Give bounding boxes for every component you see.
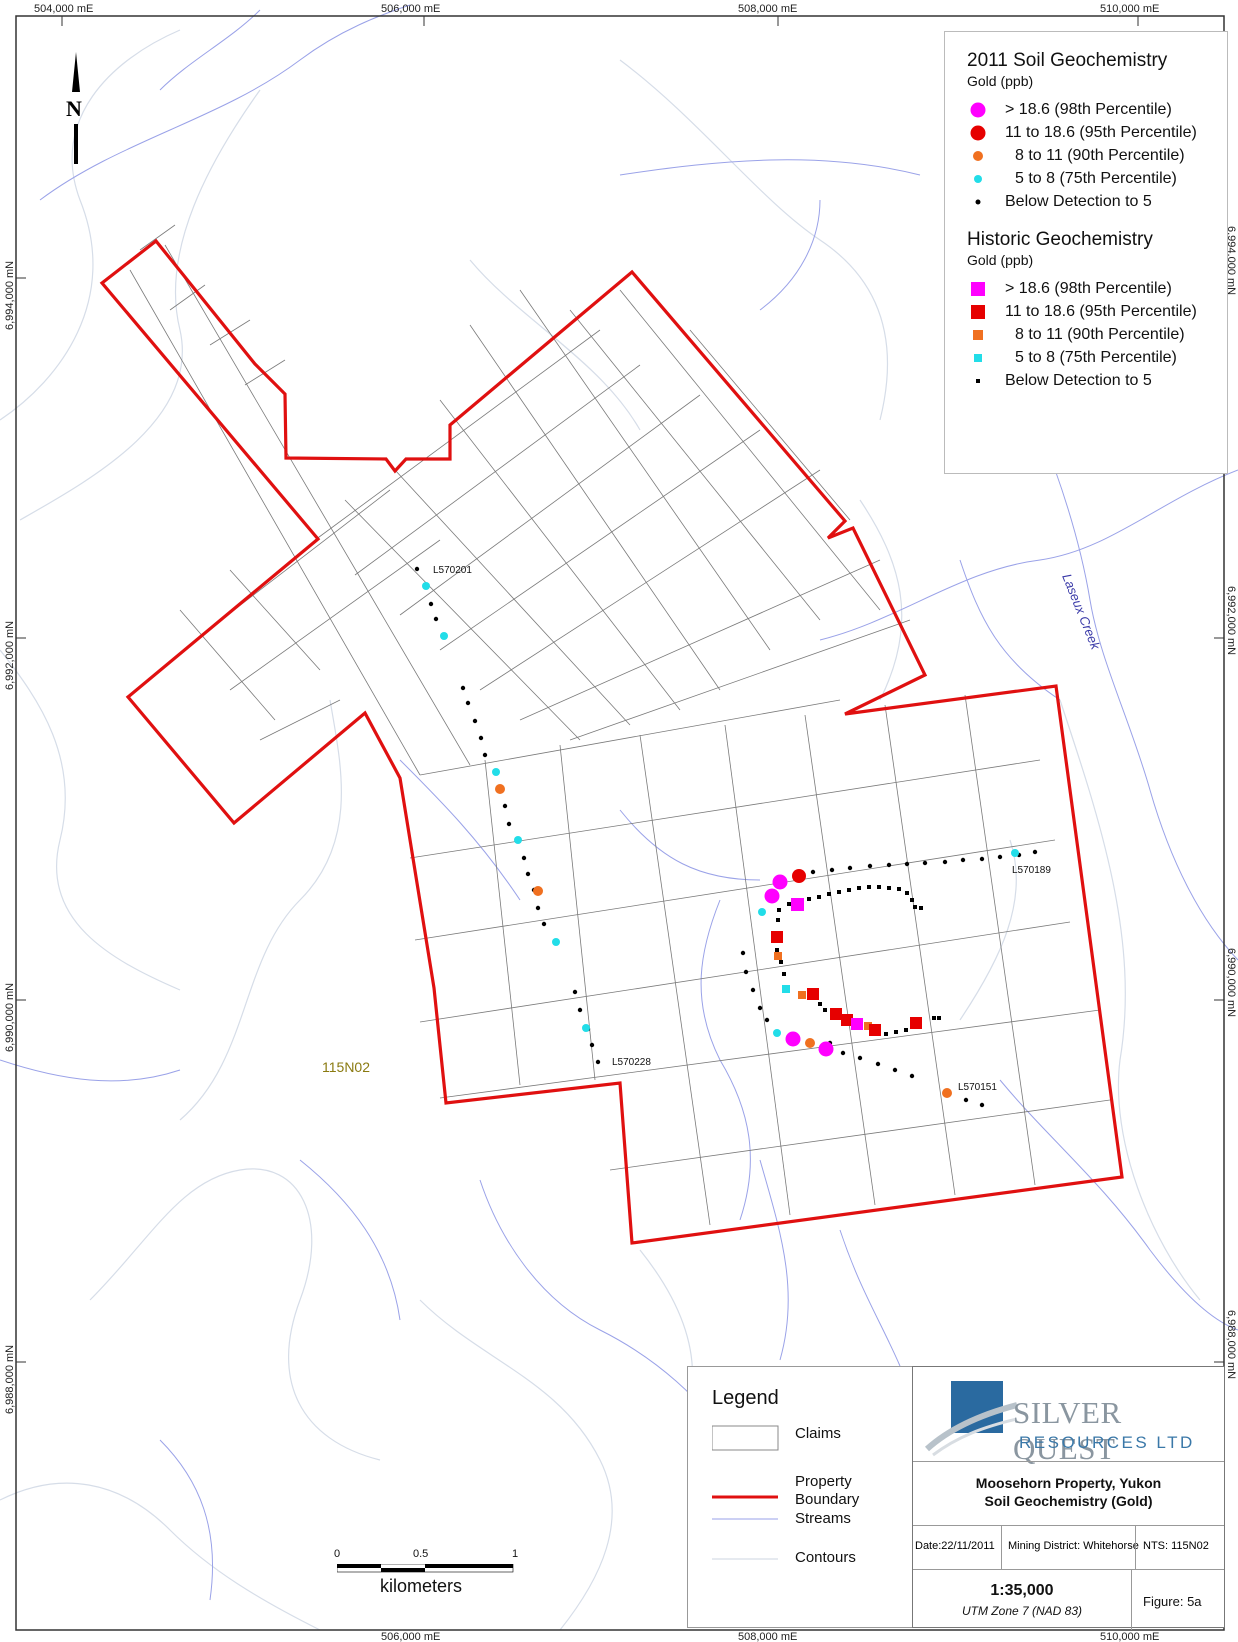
magenta-square-icon [971,282,985,296]
title-block: SILVER QUEST RESOURCES LTD Moosehorn Pro… [912,1366,1225,1630]
legend-historic-item: Below Detection to 5 [967,369,1227,392]
company-name: SILVER QUEST [1013,1395,1122,1466]
coord-left-1: 6,992,000 mN [4,621,16,690]
scale-label-0: 0 [334,1548,341,1560]
legend-2011-item: 11 to 18.6 (95th Percentile) [967,121,1227,144]
samples-2011-below-detection [414,566,1038,1108]
north-arrow: N [66,52,82,164]
map-scale: 1:35,000 [990,1582,1054,1599]
legend-property-1: Property [795,1473,852,1490]
map-title-line2: Soil Geochemistry (Gold) [984,1493,1153,1509]
line-label-L570189: L570189 [1012,865,1051,876]
mining-district: Mining District: Whitehorse [1008,1540,1139,1552]
orange-square-icon [973,330,983,340]
cyan-circle-icon [974,175,982,183]
magenta-circle-icon [970,102,986,118]
samples-historic-cyan [782,985,790,993]
legend-historic-item: > 18.6 (98th Percentile) [967,277,1227,300]
coord-bottom-1: 508,000 mE [738,1631,797,1642]
cyan-square-icon [974,354,982,362]
line-label-L570151: L570151 [958,1082,997,1093]
legend-2011-item: > 18.6 (98th Percentile) [967,98,1227,121]
nts-sheet-label: 115N02 [322,1059,370,1075]
samples-2011-orange [495,784,952,1098]
claim-grid [129,224,1111,1226]
scale-label-half: 0.5 [413,1548,429,1560]
coord-left-3: 6,988,000 mN [4,1345,16,1414]
scale-unit: kilometers [380,1576,463,1596]
legend-contours: Contours [795,1549,856,1566]
map-projection: UTM Zone 7 (NAD 83) [961,1604,1083,1618]
legend-2011-item: Below Detection to 5 [967,190,1227,213]
line-label-L570201: L570201 [433,565,472,576]
legend-2011-title: 2011 Soil Geochemistry [967,50,1168,71]
creek-label: Laseux Creek [1059,572,1104,653]
figure-number: Figure: 5a [1143,1594,1202,1609]
black-dot-icon [975,199,981,205]
title-block-info-row: Date:22/11/2011 Mining District: Whiteho… [913,1525,1224,1570]
coord-right-0: 6,994,000 mN [1225,226,1237,295]
legend-historic-title: Historic Geochemistry [967,229,1153,250]
map-title: Moosehorn Property, Yukon Soil Geochemis… [913,1461,1224,1525]
frame-ticks [16,16,1224,1363]
coord-bottom-0: 506,000 mE [381,1631,440,1642]
samples-historic-red [771,931,922,1036]
geochem-legend: 2011 Soil Geochemistry Gold (ppb) > 18.6… [944,31,1228,474]
legend-symbols [712,1425,779,1560]
coord-right-2: 6,990,000 mN [1225,948,1237,1017]
coord-top-0: 504,000 mE [34,3,93,15]
stream-lines [0,4,1238,1601]
property-boundary [99,238,1124,1245]
company-logo-icon [924,1381,1018,1457]
title-block-scale-row: 1:35,000 UTM Zone 7 (NAD 83) Figure: 5a [913,1569,1224,1630]
samples-2011-cyan [422,582,1019,1037]
contour-lines [0,29,1201,1631]
red-circle-icon [970,125,986,141]
map-title-line1: Moosehorn Property, Yukon [975,1475,1162,1491]
samples-historic-magenta [791,898,863,1030]
coord-top-1: 506,000 mE [381,3,440,15]
coord-left-2: 6,990,000 mN [4,983,16,1052]
legend-2011-subtitle: Gold (ppb) [967,73,1034,89]
legend-title: Legend [712,1387,779,1409]
legend-2011-item: 5 to 8 (75th Percentile) [967,167,1227,190]
legend-historic-item: 8 to 11 (90th Percentile) [967,323,1227,346]
black-square-icon [976,379,980,383]
claims-swatch [712,1425,779,1451]
scale-label-1: 1 [512,1548,519,1560]
coord-left-0: 6,994,000 mN [4,261,16,330]
coord-top-2: 508,000 mE [738,3,797,15]
legend-2011-item: 8 to 11 (90th Percentile) [967,144,1227,167]
coord-top-3: 510,000 mE [1100,3,1159,15]
frame-coords: 504,000 mE 506,000 mE 508,000 mE 510,000… [4,3,1237,1642]
orange-circle-icon [973,151,983,161]
legend-property-2: Boundary [795,1491,860,1508]
map-legend: Legend Claims Property Boundary Streams … [687,1366,913,1628]
north-arrow-icon [72,52,80,92]
coord-right-1: 6,992,000 mN [1225,586,1237,655]
nts-sheet: NTS: 115N02 [1143,1540,1209,1552]
scale-bar: 0 0.5 1 kilometers [330,1548,530,1608]
coord-bottom-2: 510,000 mE [1100,1631,1159,1642]
legend-streams: Streams [795,1510,851,1527]
map-date: Date:22/11/2011 [915,1540,995,1552]
north-label: N [66,96,82,121]
red-square-icon [971,305,985,319]
legend-historic-subtitle: Gold (ppb) [967,252,1034,268]
scale-bar-graphic [337,1564,514,1573]
company-subtitle: RESOURCES LTD [1019,1433,1195,1452]
samples-historic-orange [774,952,872,1030]
legend-historic-item: 11 to 18.6 (95th Percentile) [967,300,1227,323]
legend-historic-item: 5 to 8 (75th Percentile) [967,346,1227,369]
legend-claims: Claims [795,1425,841,1442]
samples-2011-red [792,869,806,883]
samples-2011-magenta [764,874,834,1057]
line-label-L570228: L570228 [612,1057,651,1068]
coord-right-3: 6,988,000 mN [1225,1310,1237,1379]
map-frame [15,15,1225,1631]
